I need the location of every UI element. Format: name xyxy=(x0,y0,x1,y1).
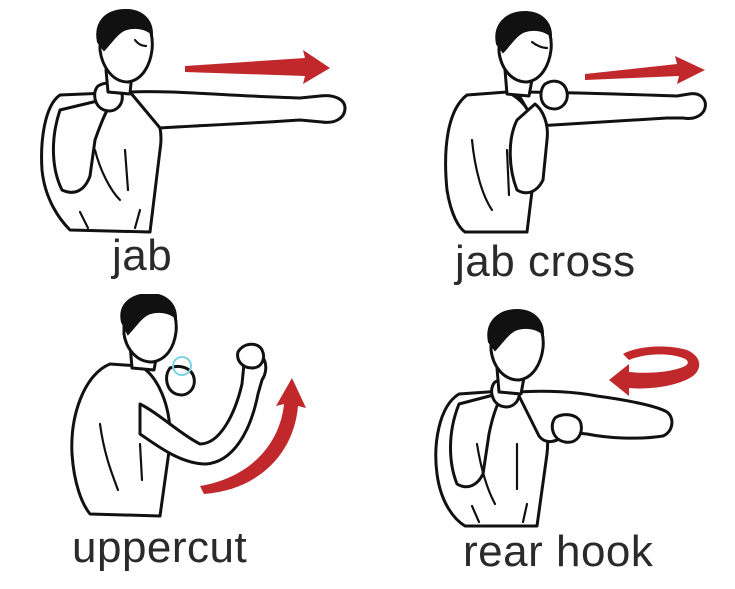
right-arrow-icon xyxy=(585,56,705,84)
curved-up-arrow-icon xyxy=(200,378,306,494)
circular-left-arrow-icon xyxy=(609,346,700,396)
boxer-rear-hook-illustration xyxy=(434,308,700,528)
label-uppercut: uppercut xyxy=(72,523,248,572)
impact-sparkle-icon xyxy=(172,356,192,376)
right-arrow-icon xyxy=(185,50,330,84)
boxer-uppercut-illustration xyxy=(70,294,306,518)
boxer-jab-cross-illustration xyxy=(444,10,707,234)
panel-rear-hook: rear hook xyxy=(367,294,734,588)
panel-uppercut: uppercut xyxy=(0,294,367,588)
panel-jab: jab xyxy=(0,0,367,294)
label-rear-hook: rear hook xyxy=(463,527,654,576)
panel-jab-cross: jab cross xyxy=(367,0,734,294)
boxer-jab-illustration xyxy=(40,8,347,234)
label-jab: jab xyxy=(112,231,173,280)
label-jab-cross: jab cross xyxy=(455,237,636,286)
